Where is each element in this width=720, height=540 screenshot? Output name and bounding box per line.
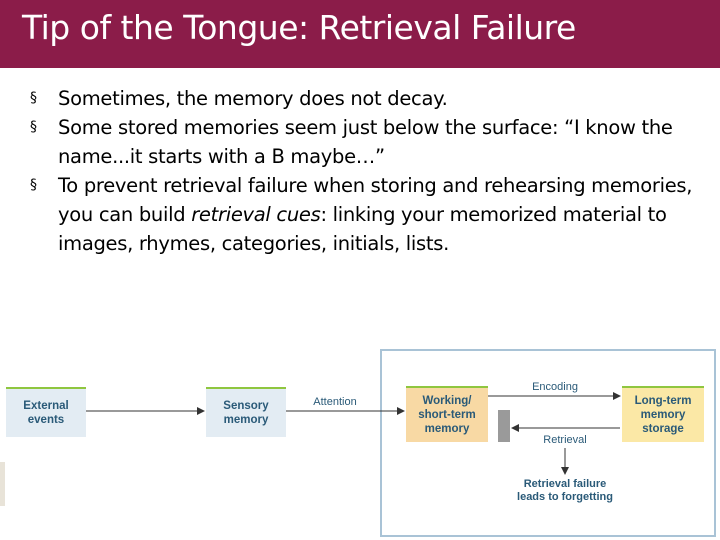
diagram-frame — [380, 349, 716, 537]
bullet-item: § To prevent retrieval failure when stor… — [30, 171, 700, 258]
bullet-text-part: To prevent retrieval failure when storin… — [58, 174, 693, 226]
bullet-text-part: : linking your memorized material to ima… — [58, 203, 667, 255]
bullet-item: § Some stored memories seem just below t… — [30, 113, 700, 171]
sensory-memory-label: Sensory memory — [223, 400, 269, 426]
bullet-marker: § — [30, 90, 37, 106]
external-events-box: External events — [6, 387, 86, 437]
long-term-memory-label: Long-term memory storage — [634, 395, 692, 435]
bullet-item: § Sometimes, the memory does not decay. — [30, 84, 700, 113]
slide-title: Tip of the Tongue: Retrieval Failure — [22, 8, 576, 47]
bullet-text: Sometimes, the memory does not decay. — [58, 87, 448, 110]
bullet-marker: § — [30, 119, 37, 135]
working-memory-box: Working/ short-term memory — [406, 386, 488, 442]
title-bar: Tip of the Tongue: Retrieval Failure — [0, 0, 720, 68]
retrieval-failure-label: Retrieval failure leads to forgetting — [517, 478, 613, 503]
bullet-marker: § — [30, 177, 37, 193]
encoding-label: Encoding — [532, 381, 578, 393]
bullet-text: Some stored memories seem just below the… — [58, 116, 673, 168]
diagram-edge-shade — [0, 462, 5, 506]
long-term-memory-box: Long-term memory storage — [622, 386, 704, 442]
bullet-text: To prevent retrieval failure when storin… — [58, 174, 692, 255]
memory-model-diagram: External events Sensory memory Working/ … — [0, 346, 720, 540]
retrieval-cues-emphasis: retrieval cues — [191, 203, 321, 226]
retrieval-label: Retrieval — [543, 434, 587, 446]
diagram-lines — [0, 349, 716, 537]
working-memory-label: Working/ short-term memory — [418, 395, 476, 435]
sensory-memory-box: Sensory memory — [206, 387, 286, 437]
retrieval-gate-bar — [498, 410, 510, 442]
external-events-label: External events — [23, 400, 69, 426]
attention-label: Attention — [313, 396, 357, 408]
bullet-list: § Sometimes, the memory does not decay. … — [30, 84, 700, 258]
